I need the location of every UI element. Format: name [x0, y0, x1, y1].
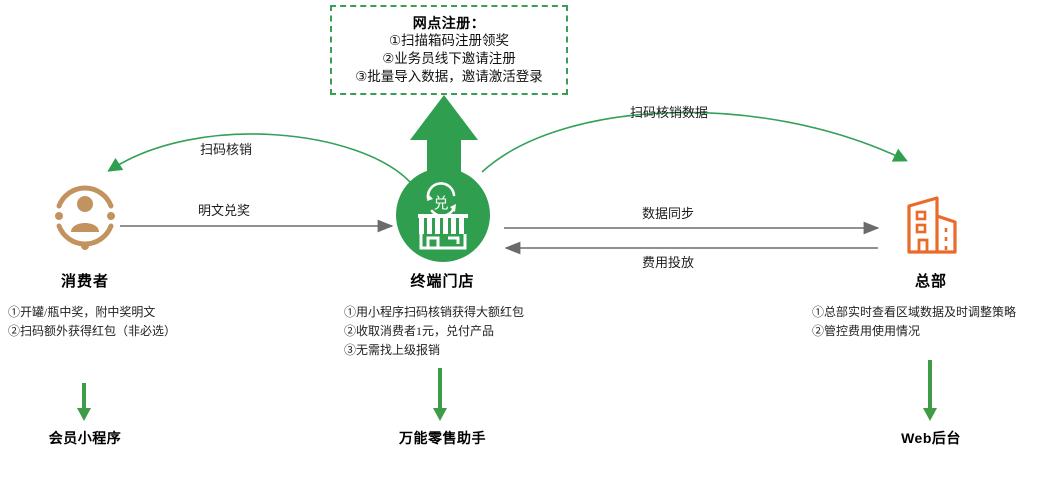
store-redeem-icon: 兑 — [396, 168, 490, 262]
headquarters-bullet-2: ②管控费用使用情况 — [812, 324, 921, 338]
node-store-title: 终端门店 — [410, 273, 475, 290]
store-down-arrow — [433, 368, 447, 421]
edge-label-data-sync: 数据同步 — [642, 206, 695, 221]
node-consumer-bullets: ①开罐/瓶中奖，附中奖明文 ②扫码额外获得红包（非必选） — [8, 303, 176, 341]
store-redeem-glyph: 兑 — [418, 182, 468, 250]
bottom-label-headquarters: Web后台 — [901, 430, 961, 446]
edge-label-plaintext-redeem: 明文兑奖 — [198, 203, 251, 218]
store-bullet-2: ②收取消费者1元，兑付产品 — [344, 324, 495, 338]
headquarters-down-arrow — [923, 360, 937, 421]
consumer-down-arrow — [77, 383, 91, 421]
callout-line-3: ③批量导入数据，邀请激活登录 — [355, 69, 543, 84]
bottom-label-store: 万能零售助手 — [399, 430, 486, 446]
node-store-bullets: ①用小程序扫码核销获得大额红包 ②收取消费者1元，兑付产品 ③无需找上级报销 — [344, 303, 524, 360]
consumer-bullet-1: ①开罐/瓶中奖，附中奖明文 — [8, 305, 156, 319]
node-headquarters — [895, 186, 967, 256]
consumer-person-icon — [55, 185, 115, 250]
node-headquarters-title: 总部 — [914, 273, 947, 290]
edge-scan-redeem-data-line — [481, 111, 908, 173]
node-consumer — [10, 180, 160, 252]
edge-register-uplink-arrow — [410, 95, 478, 172]
bottom-label-consumer: 会员小程序 — [48, 430, 122, 446]
store-bullet-3: ③无需找上级报销 — [344, 343, 441, 357]
edge-label-scan-redeem-data: 扫码核销数据 — [630, 105, 709, 120]
node-headquarters-bullets: ①总部实时查看区域数据及时调整策略 ②管控费用使用情况 — [812, 303, 1016, 341]
node-consumer-title: 消费者 — [60, 273, 109, 290]
callout-line-2: ②业务员线下邀请注册 — [382, 51, 516, 66]
callout-line-1: ①扫描箱码注册领奖 — [388, 33, 510, 48]
callout-title: 网点注册： — [412, 15, 486, 31]
svg-text:兑: 兑 — [433, 194, 448, 212]
edge-label-fee-allocation: 费用投放 — [642, 255, 695, 270]
edge-scan-redeem-line — [107, 133, 411, 183]
registration-callout-box: 网点注册： ①扫描箱码注册领奖 ②业务员线下邀请注册 ③批量导入数据，邀请激活登… — [330, 5, 568, 95]
office-building-icon — [907, 196, 957, 254]
store-bullet-1: ①用小程序扫码核销获得大额红包 — [344, 305, 525, 319]
consumer-bullet-2: ②扫码额外获得红包（非必选） — [8, 324, 177, 338]
headquarters-bullet-1: ①总部实时查看区域数据及时调整策略 — [812, 305, 1017, 319]
edge-label-scan-redeem: 扫码核销 — [200, 142, 253, 157]
